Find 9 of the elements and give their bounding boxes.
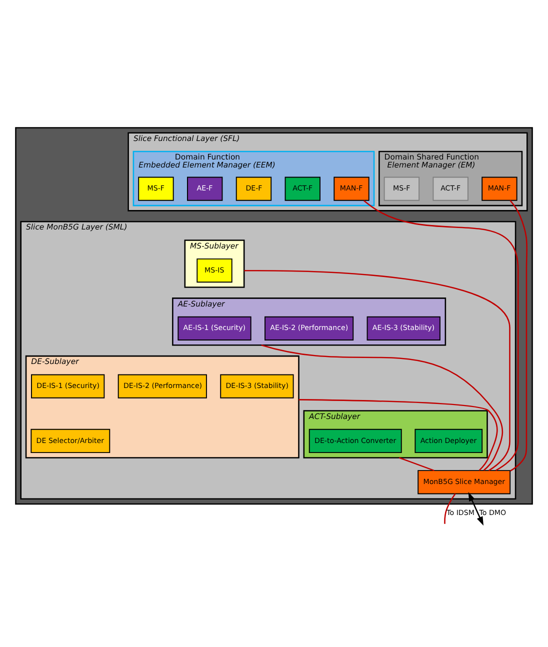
connector: [298, 399, 498, 471]
connector: [444, 493, 456, 524]
connector: [363, 200, 519, 471]
connector: [510, 200, 528, 472]
connector: [244, 270, 510, 472]
connector: [398, 457, 434, 472]
connector: [261, 344, 504, 471]
cluster: [15, 127, 533, 505]
arrow: [468, 492, 484, 526]
